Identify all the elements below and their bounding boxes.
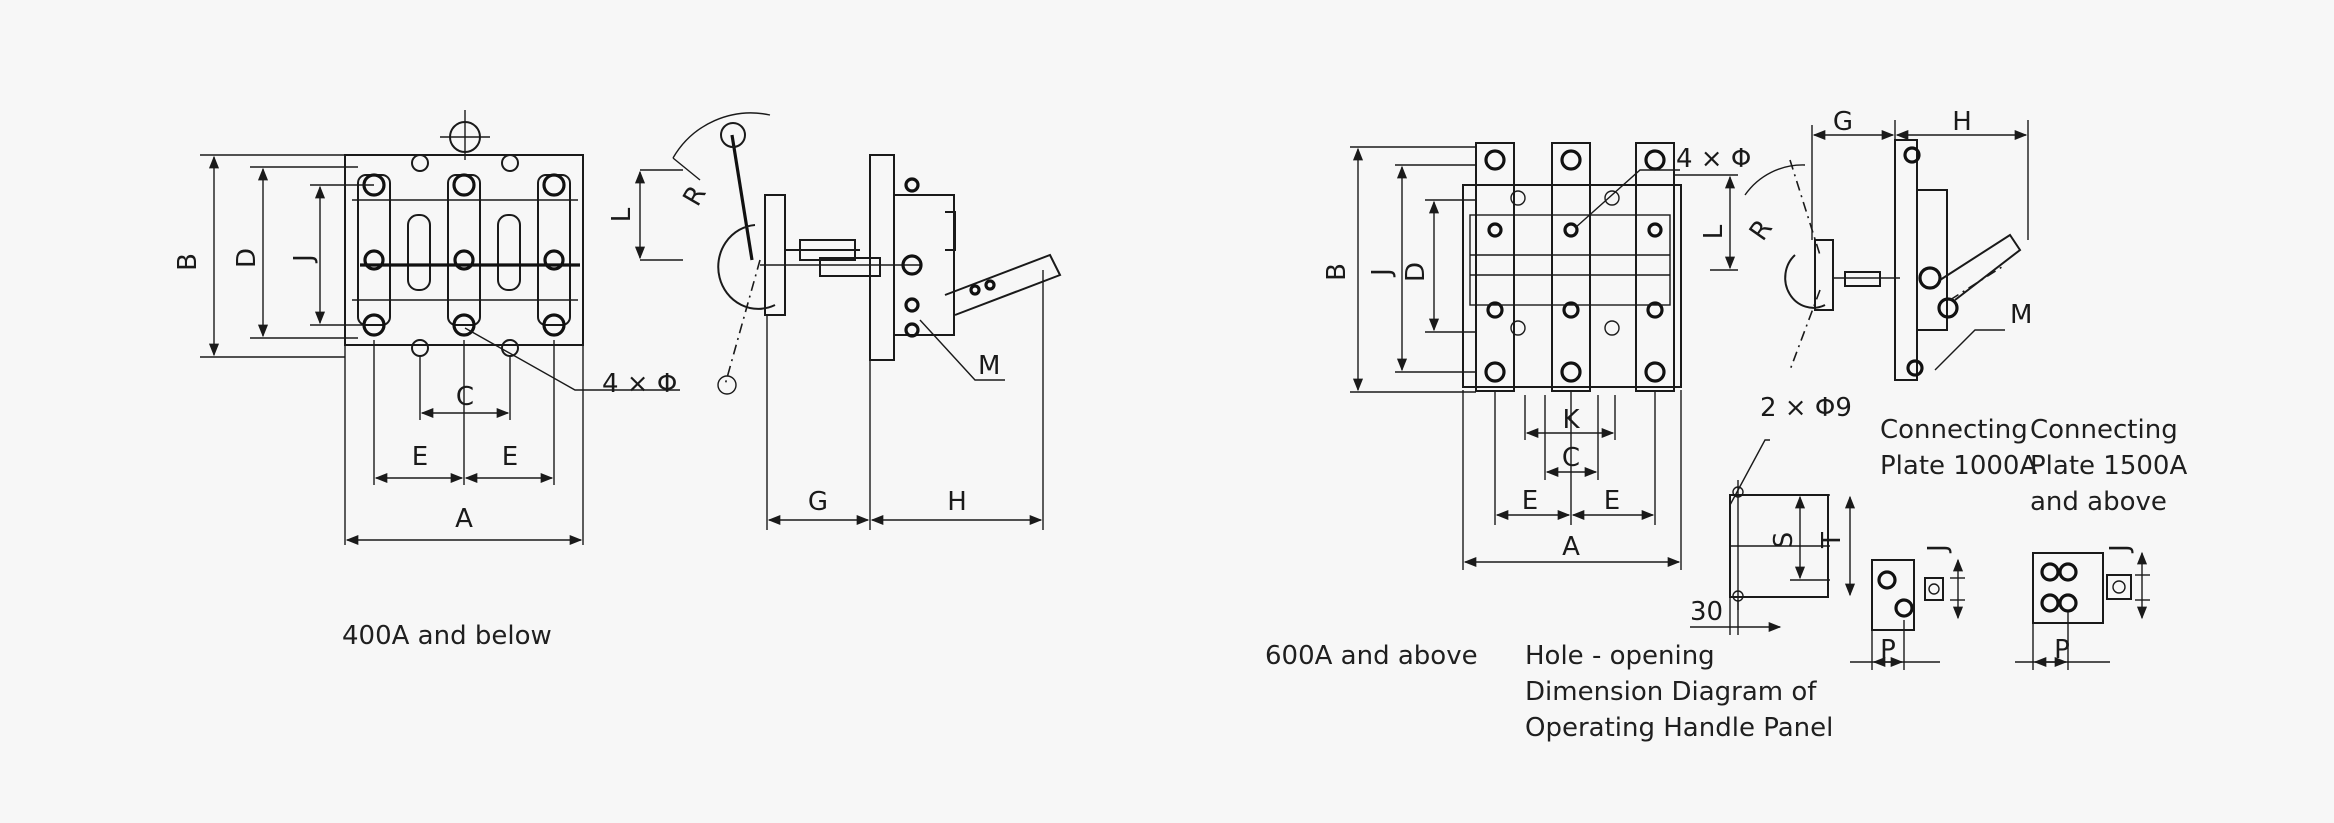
label-e2-right: E [1604, 486, 1620, 516]
label-holes-right: 4 × Φ [1676, 144, 1751, 174]
label-holes-2: 2 × Φ9 [1760, 393, 1852, 423]
label-t: T [1817, 532, 1847, 549]
side-view-600a [1744, 120, 2029, 381]
label-h-right: H [1952, 107, 1972, 137]
connecting-plate-1000a [1850, 558, 1965, 670]
front-view-400a [200, 110, 683, 546]
label-a-left: A [455, 504, 473, 534]
label-r-left: R [678, 181, 713, 212]
side-view-400a [672, 112, 1062, 530]
label-c-right: C [1562, 443, 1580, 473]
label-e2-left: E [502, 442, 518, 472]
label-g-right: G [1833, 107, 1853, 137]
label-l-right: L [1699, 224, 1729, 239]
label-j-plate-1000: J [1923, 544, 1953, 554]
label-k-right: K [1562, 405, 1580, 435]
caption-600a-and-above: 600A and above [1265, 641, 1478, 671]
label-g-left: G [808, 487, 828, 517]
label-a-right: A [1562, 532, 1580, 562]
caption-hole-opening: Hole - opening Dimension Diagram of Oper… [1525, 641, 1834, 743]
label-m-left: M [978, 351, 1000, 381]
label-s: S [1769, 532, 1799, 549]
caption-plate-1500a: Connecting Plate 1500A and above [2030, 415, 2188, 517]
label-m-right: M [2010, 300, 2032, 330]
caption-400a-and-below: 400A and below [342, 621, 552, 651]
label-l-left: L [607, 207, 637, 222]
label-r-right: R [1744, 214, 1779, 246]
front-view-600a [1350, 142, 1738, 570]
connecting-plate-1500a [2015, 551, 2150, 670]
label-e1-left: E [412, 442, 428, 472]
dimension-labels: B D J L R C E E A 4 × Φ G H M B J D L R … [173, 107, 2135, 665]
label-p-plate-1000: P [1880, 635, 1896, 665]
label-e1-right: E [1522, 486, 1538, 516]
label-b-right: B [1322, 263, 1352, 281]
caption-plate-1000a: Connecting Plate 1000A [1880, 415, 2038, 481]
label-h-left: H [947, 487, 967, 517]
label-p-plate-1500: P [2054, 635, 2070, 665]
hole-opening-diagram [1690, 439, 1856, 635]
label-b-left: B [173, 253, 203, 271]
label-d-left: D [232, 248, 262, 268]
label-j-plate-1500: J [2105, 544, 2135, 554]
label-holes-left: 4 × Φ [602, 369, 677, 399]
label-j-left: J [289, 254, 319, 264]
label-j-right: J [1367, 268, 1397, 278]
label-c-left: C [456, 382, 474, 412]
label-30: 30 [1690, 597, 1723, 627]
label-d-right: D [1401, 262, 1431, 282]
